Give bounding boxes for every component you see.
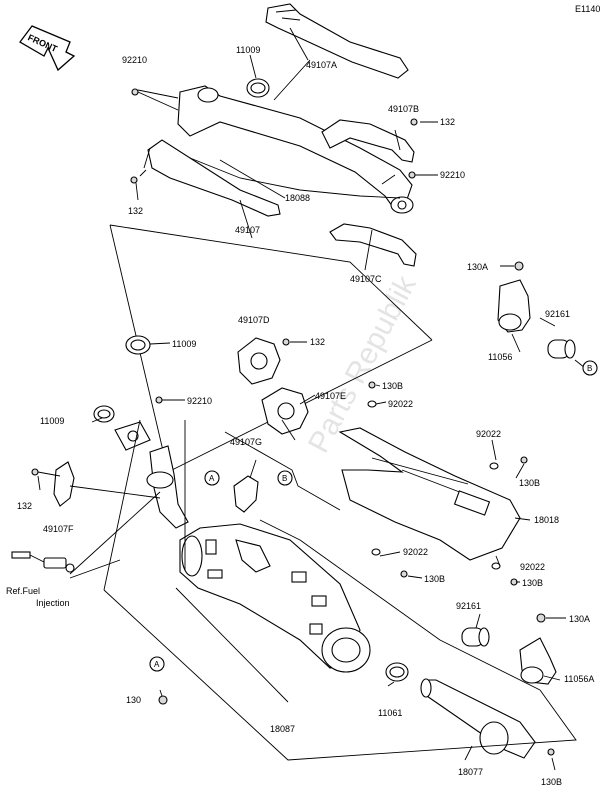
label-11009-left: 11009 (40, 416, 64, 426)
bolt-130a-low (536, 613, 546, 623)
bracket-11056 (497, 279, 531, 333)
label-92022-2: 92022 (476, 429, 501, 439)
bolt-130b-5 (547, 748, 555, 756)
ref-note-line1: Ref.Fuel (6, 586, 40, 596)
label-49107d: 49107D (238, 315, 270, 325)
label-130b-5: 130B (541, 777, 562, 787)
bolt-130b-1 (368, 381, 376, 389)
callout-a-mid: A (204, 470, 220, 486)
label-49107a: 49107A (306, 60, 337, 70)
label-130b-3: 130B (424, 574, 445, 584)
label-92210-right: 92210 (440, 170, 465, 180)
bolt-132-low (31, 468, 39, 476)
bracket-11056a (519, 637, 557, 685)
label-11009-mid: 11009 (172, 339, 196, 349)
label-49107f: 49107F (43, 524, 74, 534)
label-18087: 18087 (270, 724, 295, 734)
muffler-18087 (179, 523, 371, 673)
label-18088: 18088 (285, 193, 310, 203)
svg-text:B: B (587, 364, 592, 373)
bolt-92210-top (131, 88, 139, 96)
bolt-130a-top (514, 261, 524, 271)
label-92210-top: 92210 (122, 55, 147, 65)
label-49107b: 49107B (388, 104, 419, 114)
svg-text:A: A (154, 660, 160, 669)
washer-92022-1 (367, 400, 377, 408)
label-132-right: 132 (440, 117, 455, 127)
washer-92022-3 (371, 548, 381, 556)
heat-plate-49107g (233, 475, 259, 513)
callout-a-low: A (149, 656, 165, 672)
label-132-left: 132 (128, 206, 143, 216)
heat-shield-49107a (265, 3, 409, 79)
label-18018: 18018 (534, 515, 559, 525)
label-49107e: 49107E (315, 391, 346, 401)
label-92022-3: 92022 (403, 547, 428, 557)
label-49107: 49107 (235, 225, 260, 235)
heat-shield-18018 (338, 427, 521, 561)
ref-note-line2: Injection (36, 598, 70, 608)
collar-92161-low (461, 627, 490, 647)
heat-plate-49107f (53, 461, 75, 507)
label-11061: 11061 (378, 708, 402, 718)
svg-text:B: B (282, 474, 287, 483)
label-18077: 18077 (458, 767, 483, 777)
heat-cover-49107 (147, 139, 281, 217)
label-130b-1: 130B (382, 381, 403, 391)
bolt-130b-2 (520, 456, 528, 464)
bolt-132-left (130, 176, 138, 184)
bolt-92210-mid (155, 396, 163, 404)
heat-guard-49107b (321, 119, 415, 163)
bolt-130b-3 (400, 570, 408, 578)
label-130a-low: 130A (569, 614, 590, 624)
bolt-132-mid (282, 338, 290, 346)
label-130a-top: 130A (467, 262, 488, 272)
page-code: E1140 (575, 4, 600, 14)
label-92210-mid: 92210 (187, 396, 212, 406)
front-arrow-icon: FRONT (19, 25, 76, 72)
tail-pipe-18077 (420, 678, 536, 759)
label-132-low: 132 (17, 501, 32, 511)
label-132-mid: 132 (310, 337, 325, 347)
label-130: 130 (126, 695, 141, 705)
label-92161-top: 92161 (545, 309, 570, 319)
label-11056: 11056 (488, 352, 512, 362)
label-11009-top: 11009 (236, 45, 260, 55)
label-92022-1: 92022 (388, 399, 413, 409)
bolt-130 (158, 695, 168, 705)
label-49107g: 49107G (230, 437, 262, 447)
washer-92022-2 (489, 462, 499, 470)
label-92022-4: 92022 (520, 562, 545, 572)
bolt-92210-right (408, 171, 416, 179)
heat-guard-49107c (329, 223, 417, 267)
bolt-132-right (410, 118, 418, 126)
label-49107c: 49107C (350, 274, 382, 284)
label-11056a: 11056A (564, 674, 594, 684)
label-130b-2: 130B (519, 478, 540, 488)
collar-92161-top (547, 339, 576, 359)
label-130b-4: 130B (522, 578, 543, 588)
svg-text:A: A (209, 474, 215, 483)
callout-b-mid: B (277, 470, 293, 486)
oxygen-sensor (11, 551, 75, 573)
callout-b-right: B (582, 360, 598, 376)
leader-lines (37, 341, 566, 771)
label-92161-low: 92161 (456, 601, 481, 611)
